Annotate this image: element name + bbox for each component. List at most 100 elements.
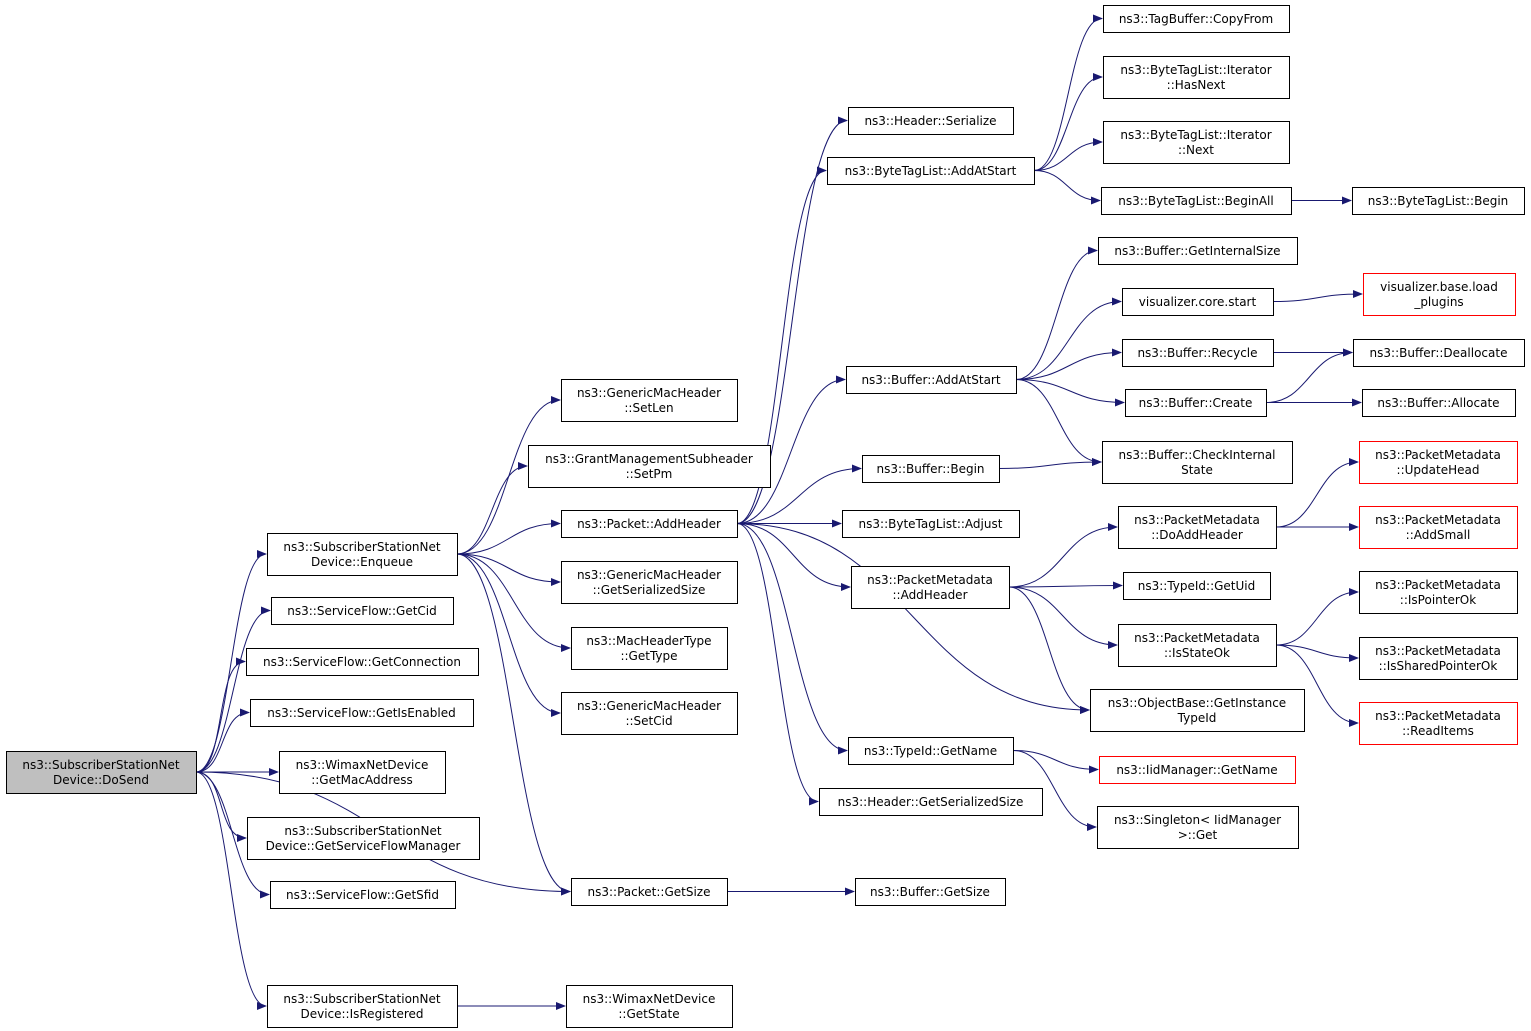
node-box — [1362, 389, 1516, 417]
edge-pm-addheader-to-pm-isstateok — [1008, 586, 1118, 649]
node-getconnection[interactable]: ns3::ServiceFlow::GetConnection — [246, 648, 479, 676]
node-btl-addatstart[interactable]: ns3::ByteTagList::AddAtStart — [827, 157, 1035, 185]
node-gmh-getsersize[interactable]: ns3::GenericMacHeader::GetSerializedSize — [561, 561, 738, 604]
node-isregistered[interactable]: ns3::SubscriberStationNetDevice::IsRegis… — [267, 985, 458, 1028]
node-hdr-serialize[interactable]: ns3::Header::Serialize — [848, 107, 1014, 135]
node-box — [279, 751, 446, 794]
node-label: ::GetState — [618, 1007, 679, 1021]
function-nodes: ns3::SubscriberStationNetDevice::DoSendn… — [6, 5, 1525, 1028]
edge-buf-addatstart-to-buf-create — [1015, 379, 1125, 407]
node-buf-create[interactable]: ns3::Buffer::Create — [1125, 389, 1267, 417]
node-getstate[interactable]: ns3::WimaxNetDevice::GetState — [566, 985, 733, 1028]
node-label: ns3::Buffer::Deallocate — [1370, 346, 1508, 360]
node-buf-recycle[interactable]: ns3::Buffer::Recycle — [1122, 339, 1274, 367]
edge-pm-doaddheader-to-pm-updatehead — [1275, 458, 1359, 528]
edge-pm-isstateok-to-pm-readitems — [1275, 644, 1359, 727]
node-btl-iter-hasnext[interactable]: ns3::ByteTagList::Iterator::HasNext — [1103, 56, 1290, 99]
node-hdr-getsersize[interactable]: ns3::Header::GetSerializedSize — [819, 788, 1043, 816]
edge-pm-isstateok-to-pm-ispointerok — [1275, 588, 1359, 646]
node-buf-deallocate[interactable]: ns3::Buffer::Deallocate — [1353, 339, 1525, 367]
node-buf-getsize[interactable]: ns3::Buffer::GetSize — [855, 878, 1006, 906]
node-iidmgr-getname[interactable]: ns3::IidManager::GetName — [1099, 756, 1296, 784]
node-pm-issharedpointerok[interactable]: ns3::PacketMetadata::IsSharedPointerOk — [1359, 637, 1518, 680]
node-setlen[interactable]: ns3::GenericMacHeader::SetLen — [561, 379, 738, 422]
node-setpm[interactable]: ns3::GrantManagementSubheader::SetPm — [528, 445, 771, 488]
node-label: ::AddHeader — [892, 588, 967, 602]
node-box — [528, 445, 771, 488]
node-box — [571, 627, 728, 670]
node-btl-adjust[interactable]: ns3::ByteTagList::Adjust — [842, 510, 1020, 538]
node-pm-doaddheader[interactable]: ns3::PacketMetadata::DoAddHeader — [1118, 506, 1277, 549]
node-label: ns3::Buffer::Begin — [876, 462, 984, 476]
node-singleton-get[interactable]: ns3::Singleton< IidManager>::Get — [1097, 806, 1299, 849]
node-box — [1122, 288, 1274, 316]
node-label: ::IsSharedPointerOk — [1379, 659, 1498, 673]
node-getisenabled[interactable]: ns3::ServiceFlow::GetIsEnabled — [250, 699, 474, 727]
node-box — [855, 878, 1006, 906]
node-label: ns3::IidManager::GetName — [1116, 763, 1277, 777]
node-buf-addatstart[interactable]: ns3::Buffer::AddAtStart — [846, 366, 1017, 394]
edge-pm-addheader-to-typeid-getuid — [1008, 581, 1123, 590]
node-box — [1359, 506, 1518, 549]
edge-enqueue-to-gettype — [456, 553, 571, 652]
node-getmacaddress[interactable]: ns3::WimaxNetDevice::GetMacAddress — [279, 751, 446, 794]
node-buf-allocate[interactable]: ns3::Buffer::Allocate — [1362, 389, 1516, 417]
edge-buf-addatstart-to-buf-getinternalsize — [1015, 246, 1098, 380]
node-pkt-getsize[interactable]: ns3::Packet::GetSize — [571, 878, 728, 906]
node-box — [1123, 572, 1271, 600]
node-label: ns3::Packet::GetSize — [588, 885, 711, 899]
node-label: Device::IsRegistered — [300, 1007, 423, 1021]
node-label: ::GetType — [620, 649, 677, 663]
node-getsfid[interactable]: ns3::ServiceFlow::GetSfid — [270, 881, 456, 909]
node-tagbuffer-copyfrom[interactable]: ns3::TagBuffer::CopyFrom — [1103, 5, 1290, 33]
node-label: ns3::WimaxNetDevice — [583, 992, 716, 1006]
node-box — [1122, 339, 1274, 367]
node-label: ns3::WimaxNetDevice — [296, 758, 429, 772]
edge-dosend-to-isregistered — [195, 771, 267, 1010]
node-pm-addheader[interactable]: ns3::PacketMetadata::AddHeader — [851, 566, 1010, 609]
node-pm-isstateok[interactable]: ns3::PacketMetadata::IsStateOk — [1118, 624, 1277, 667]
node-pm-readitems[interactable]: ns3::PacketMetadata::ReadItems — [1359, 702, 1518, 745]
node-label: ns3::ByteTagList::Begin — [1368, 194, 1509, 208]
node-label: ns3::PacketMetadata — [867, 573, 993, 587]
node-typeid-getuid[interactable]: ns3::TypeId::GetUid — [1123, 572, 1271, 600]
node-btl-begin[interactable]: ns3::ByteTagList::Begin — [1352, 187, 1525, 215]
edge-btl-addatstart-to-tagbuffer-copyfrom — [1033, 14, 1103, 171]
node-vis-core-start[interactable]: visualizer.core.start — [1122, 288, 1274, 316]
edge-buf-create-to-buf-deallocate — [1265, 348, 1353, 403]
node-buf-getinternalsize[interactable]: ns3::Buffer::GetInternalSize — [1098, 237, 1298, 265]
edge-dosend-to-getisenabled — [195, 708, 250, 773]
node-addheader[interactable]: ns3::Packet::AddHeader — [561, 510, 738, 538]
node-label: ::DoAddHeader — [1151, 528, 1243, 542]
node-label: ::AddSmall — [1406, 528, 1471, 542]
node-pm-addsmall[interactable]: ns3::PacketMetadata::AddSmall — [1359, 506, 1518, 549]
edge-addheader-to-typeid-getname — [736, 523, 848, 755]
node-pm-ispointerok[interactable]: ns3::PacketMetadata::IsPointerOk — [1359, 571, 1518, 614]
node-getcid[interactable]: ns3::ServiceFlow::GetCid — [271, 597, 454, 625]
node-typeid-getname[interactable]: ns3::TypeId::GetName — [848, 737, 1014, 765]
node-pm-updatehead[interactable]: ns3::PacketMetadata::UpdateHead — [1359, 441, 1518, 484]
node-gettype[interactable]: ns3::MacHeaderType::GetType — [571, 627, 728, 670]
node-setcid[interactable]: ns3::GenericMacHeader::SetCid — [561, 692, 738, 735]
node-btl-iter-next[interactable]: ns3::ByteTagList::Iterator::Next — [1103, 121, 1290, 164]
node-buf-begin[interactable]: ns3::Buffer::Begin — [862, 455, 1000, 483]
node-label: ::HasNext — [1167, 78, 1226, 92]
node-box — [561, 692, 738, 735]
node-box — [1097, 806, 1299, 849]
edge-btl-addatstart-to-btl-iter-next — [1033, 138, 1103, 171]
edge-addheader-to-objbase-getinstancetypeid — [736, 523, 1090, 714]
node-getsfm[interactable]: ns3::SubscriberStationNetDevice::GetServ… — [247, 817, 480, 860]
node-btl-beginall[interactable]: ns3::ByteTagList::BeginAll — [1101, 187, 1292, 215]
node-label: >::Get — [1178, 828, 1218, 842]
edge-enqueue-to-gmh-getsersize — [456, 553, 561, 586]
node-vis-base-load[interactable]: visualizer.base.load_plugins — [1363, 273, 1516, 316]
call-edges — [195, 14, 1363, 1010]
node-label: ::Next — [1178, 143, 1214, 157]
node-box — [246, 648, 479, 676]
node-box — [1125, 389, 1267, 417]
node-label: ns3::PacketMetadata — [1375, 644, 1501, 658]
